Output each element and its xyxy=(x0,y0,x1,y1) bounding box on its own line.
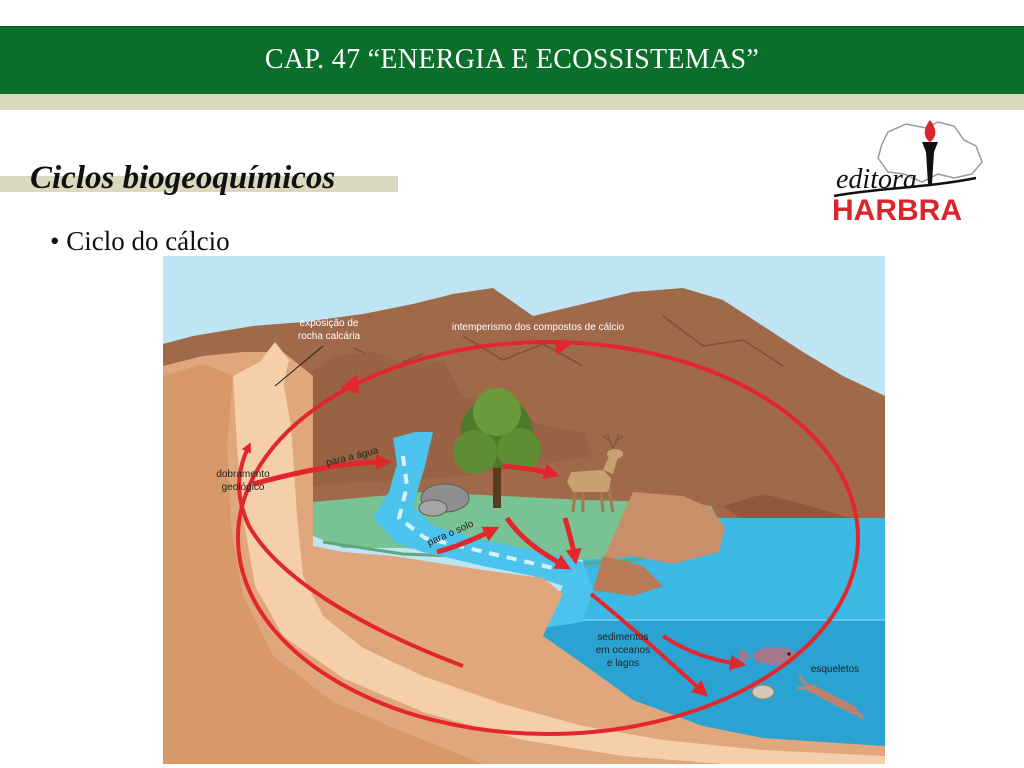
cycle-loop-arrow xyxy=(236,340,860,736)
torch-icon xyxy=(922,142,938,184)
harbra-logo: editora HARBRA xyxy=(832,120,983,227)
page-title: CAP. 47 “ENERGIA E ECOSSISTEMAS” xyxy=(264,44,760,75)
label-folding-line2: geológico xyxy=(222,482,265,493)
bullet-item: • Ciclo do cálcio xyxy=(50,226,230,256)
tree-to-deer-arrow xyxy=(502,463,560,480)
heading-underline-bar xyxy=(0,176,398,192)
header-band xyxy=(0,94,1024,110)
to-water-arrow xyxy=(252,454,392,487)
cycle-arrowhead xyxy=(554,340,572,355)
logo-brand: HARBRA xyxy=(832,194,962,227)
folding-arrow xyxy=(237,442,464,668)
label-sediments-line3: e lagos xyxy=(607,658,639,669)
sediment-to-organisms-arrow xyxy=(661,634,746,671)
rock-outcrop xyxy=(261,342,289,386)
logo-swoosh xyxy=(833,176,977,198)
section-heading: Ciclos biogeoquímicos xyxy=(30,160,336,196)
shell-icon xyxy=(751,684,775,700)
to-soil-arrow xyxy=(436,526,500,555)
lobster-icon xyxy=(797,675,865,720)
river xyxy=(373,432,593,628)
label-exposure-line1: exposição de xyxy=(300,318,359,329)
label-sediments-line1: sedimentos xyxy=(597,632,648,643)
label-skeletons: esqueletos xyxy=(811,664,859,675)
label-folding-line1: dobramento xyxy=(216,469,270,480)
calcium-cycle-diagram: exposição de rocha calcária intemperismo… xyxy=(163,256,885,764)
earth-layer-dark xyxy=(163,364,483,764)
title-banner: CAP. 47 “ENERGIA E ECOSSISTEMAS” xyxy=(0,26,1024,95)
tree-canopy xyxy=(473,388,521,436)
tree-canopy xyxy=(497,428,541,472)
label-sediments-line2: em oceanos xyxy=(596,645,650,656)
torch-flame-icon xyxy=(924,120,936,142)
lake-cliff-front xyxy=(593,556,663,596)
river-highlight xyxy=(396,455,554,570)
cycle-arrowhead xyxy=(341,374,359,394)
lake-cliff xyxy=(603,492,725,564)
exposure-pointer xyxy=(274,345,324,387)
label-exposure-line2: rocha calcária xyxy=(298,331,361,342)
tree-trunk xyxy=(493,456,501,508)
river-to-sediment-arrow xyxy=(589,592,709,697)
tree-canopy xyxy=(453,430,497,474)
deer-icon xyxy=(567,433,624,513)
tree-to-river-arrow xyxy=(504,516,572,570)
label-weathering: intemperismo dos compostos de cálcio xyxy=(452,322,625,333)
deer-to-river-arrow xyxy=(562,517,582,565)
rock xyxy=(418,499,448,517)
